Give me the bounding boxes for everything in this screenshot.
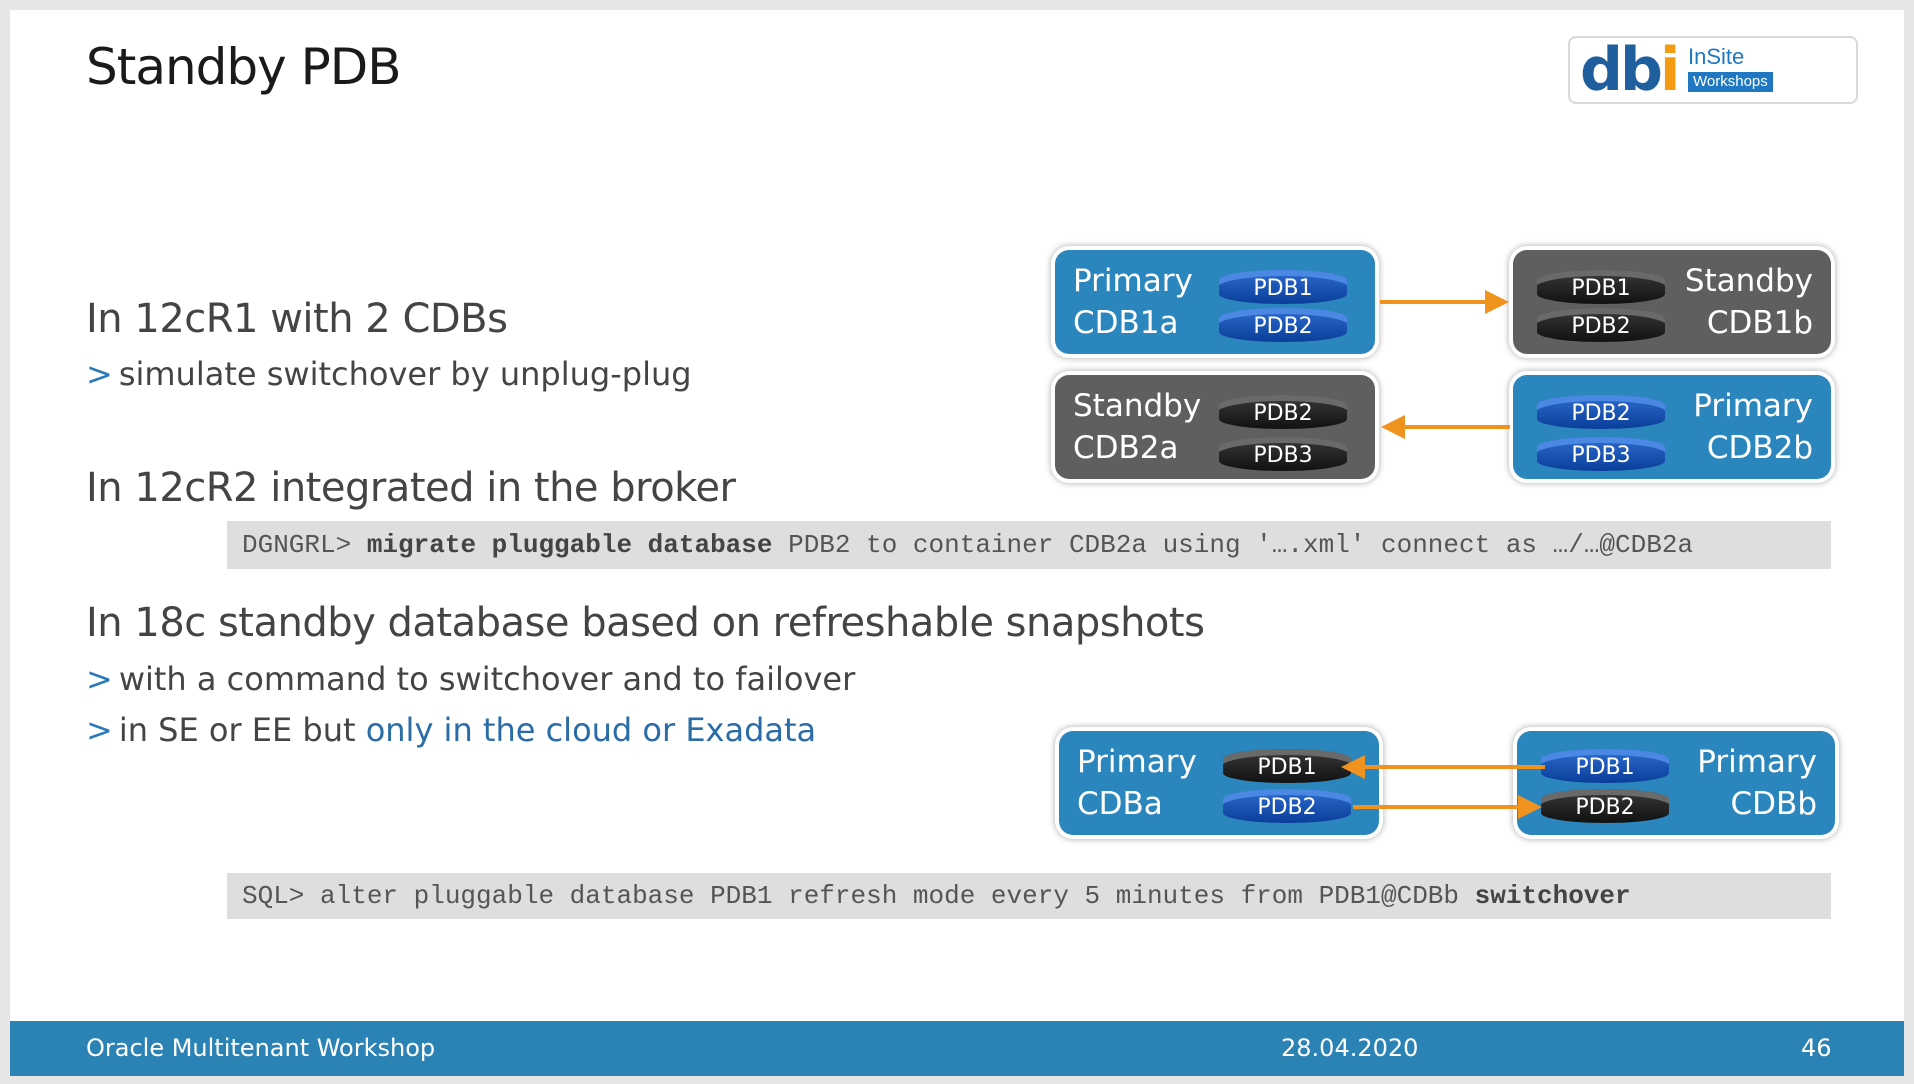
- code-refresh: SQL> alter pluggable database PDB1 refre…: [227, 873, 1831, 919]
- bullet-unplug-plug: >simulate switchover by unplug-plug: [86, 355, 692, 393]
- pdb-cylinder: PDB2: [1223, 789, 1351, 823]
- pdb-cylinder: PDB1: [1223, 749, 1351, 783]
- pdb-cylinder: PDB3: [1219, 437, 1347, 471]
- dbi-logo: dbi InSite Workshops: [1568, 36, 1858, 104]
- code-prefix: SQL> alter pluggable database PDB1 refre…: [242, 881, 1475, 911]
- heading-12cr1: In 12cR1 with 2 CDBs: [86, 296, 508, 342]
- pdb-cylinder: PDB1: [1219, 270, 1347, 304]
- bullet-switchover: >with a command to switchover and to fai…: [86, 660, 855, 698]
- logo-line1: InSite: [1688, 44, 1745, 69]
- bullet-marker: >: [86, 711, 113, 749]
- footer-title: Oracle Multitenant Workshop: [86, 1034, 436, 1062]
- code-keyword: switchover: [1474, 881, 1631, 911]
- heading-18c: In 18c standby database based on refresh…: [86, 600, 1205, 646]
- pdb-cylinder: PDB2: [1219, 395, 1347, 429]
- pdb-cylinder: PDB2: [1537, 308, 1665, 342]
- page-title: Standby PDB: [86, 38, 402, 96]
- slide: Standby PDB dbi InSite Workshops In 12cR…: [10, 10, 1904, 1076]
- code-prefix: DGNGRL>: [242, 530, 367, 560]
- bullet-text: with a command to switchover and to fail…: [118, 660, 856, 698]
- bullet-marker: >: [86, 660, 113, 698]
- pdb-cylinder: PDB2: [1219, 308, 1347, 342]
- footer-page-number: 46: [1801, 1034, 1832, 1062]
- logo-line2: Workshops: [1688, 72, 1773, 92]
- pdb-cylinder: PDB3: [1537, 437, 1665, 471]
- bullet-text: in SE or EE but: [118, 711, 366, 749]
- code-rest: PDB2 to container CDB2a using '….xml' co…: [772, 530, 1694, 560]
- code-keyword: migrate pluggable database: [366, 530, 773, 560]
- footer-date: 28.04.2020: [1281, 1034, 1419, 1062]
- logo-brand: dbi: [1580, 35, 1680, 105]
- pdb-cylinder: PDB2: [1537, 395, 1665, 429]
- bullet-marker: >: [86, 355, 113, 393]
- pdb-cylinder: PDB1: [1537, 270, 1665, 304]
- heading-12cr2: In 12cR2 integrated in the broker: [86, 465, 736, 511]
- pdb-cylinder: PDB1: [1541, 749, 1669, 783]
- bullet-cloud: >in SE or EE but only in the cloud or Ex…: [86, 711, 816, 749]
- bullet-highlight: only in the cloud or Exadata: [365, 711, 817, 749]
- footer: Oracle Multitenant Workshop 28.04.2020 4…: [10, 1021, 1904, 1076]
- pdb-cylinder: PDB2: [1541, 789, 1669, 823]
- code-migrate: DGNGRL> migrate pluggable database PDB2 …: [227, 521, 1831, 569]
- bullet-text: simulate switchover by unplug-plug: [118, 355, 692, 393]
- diagram-arrows: [1341, 290, 1545, 819]
